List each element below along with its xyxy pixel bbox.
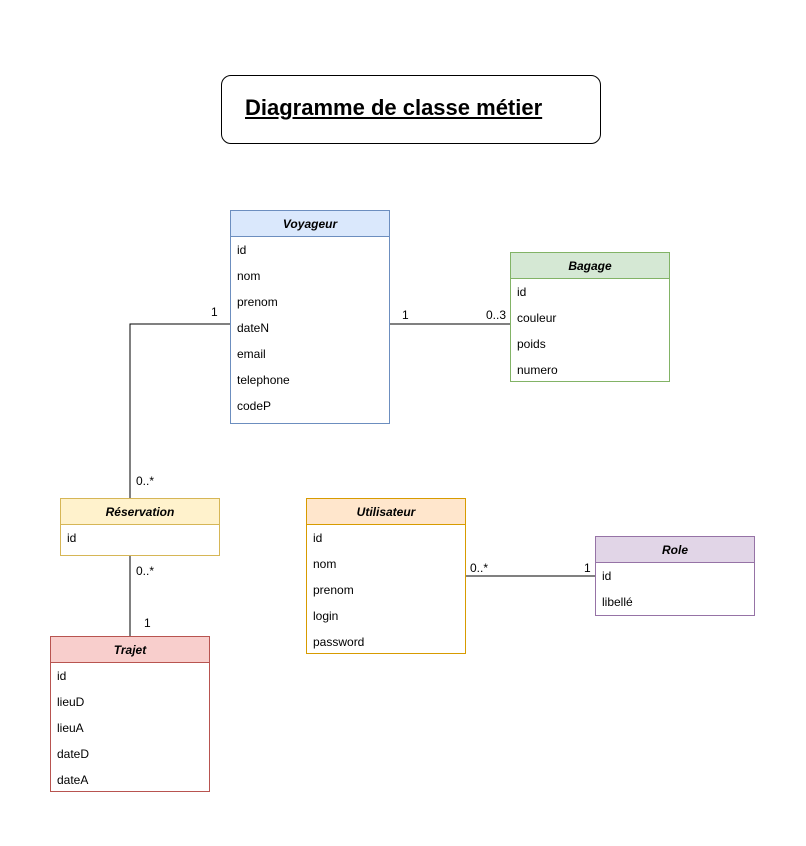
link-voyageur-reservation [129, 323, 230, 498]
class-utilisateur: Utilisateur id nom prenom login password [306, 498, 466, 654]
mult-voyageur-bagage-target: 0..3 [486, 308, 507, 322]
class-reservation-name: Réservation [61, 499, 219, 525]
attribute: password [313, 635, 365, 649]
class-bagage: Bagage id couleur poids numero [510, 252, 670, 382]
attribute: libellé [602, 595, 633, 609]
attribute: lieuA [57, 721, 84, 735]
attribute: id [602, 569, 612, 583]
attribute: couleur [517, 311, 557, 325]
attribute: id [67, 531, 77, 545]
attribute: lieuD [57, 695, 85, 709]
attribute: login [313, 609, 339, 623]
mult-utilisateur-role-source: 0..* [470, 561, 489, 575]
mult-reservation-trajet-target: 1 [144, 616, 151, 630]
class-voyageur-name: Voyageur [231, 211, 389, 237]
attribute: dateD [57, 747, 90, 761]
class-utilisateur-name: Utilisateur [307, 499, 465, 525]
attribute: numero [517, 363, 558, 377]
attribute: poids [517, 337, 546, 351]
class-reservation: Réservation id [60, 498, 220, 556]
attribute: dateA [57, 773, 89, 787]
attribute: codeP [237, 399, 272, 413]
attribute: id [57, 669, 67, 683]
mult-voyageur-bagage-source: 1 [402, 308, 409, 322]
mult-voyageur-reservation-target: 0..* [136, 474, 155, 488]
attribute: id [313, 531, 323, 545]
attribute: email [237, 347, 266, 361]
mult-utilisateur-role-target: 1 [584, 561, 591, 575]
attribute: dateN [237, 321, 270, 335]
class-trajet: Trajet id lieuD lieuA dateD dateA [50, 636, 210, 792]
title-box [221, 75, 601, 144]
class-role-name: Role [596, 537, 754, 563]
class-trajet-name: Trajet [51, 637, 209, 663]
diagram-title: Diagramme de classe métier [245, 95, 543, 120]
class-voyageur: Voyageur id nom prenom dateN email telep… [230, 210, 390, 424]
mult-voyageur-reservation-source: 1 [211, 305, 218, 319]
attribute: prenom [313, 583, 354, 597]
mult-reservation-trajet-source: 0..* [136, 564, 155, 578]
attribute: telephone [237, 373, 290, 387]
attribute: nom [313, 557, 337, 571]
attribute: id [237, 243, 247, 257]
attribute: id [517, 285, 527, 299]
class-bagage-name: Bagage [511, 253, 669, 279]
attribute: nom [237, 269, 261, 283]
attribute: prenom [237, 295, 278, 309]
class-role: Role id libellé [595, 536, 755, 616]
